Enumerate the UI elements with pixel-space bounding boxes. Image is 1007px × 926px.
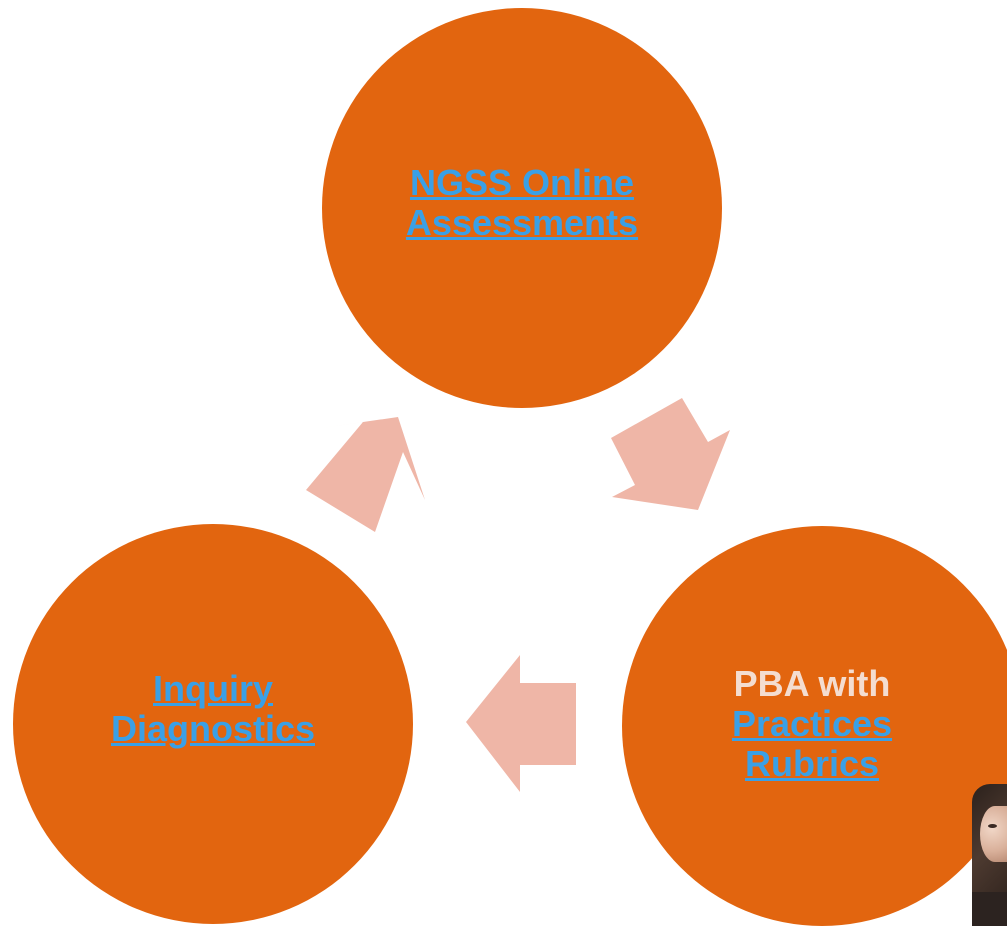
presenter-face [980,806,1007,862]
arrow-up-right-icon [306,417,425,532]
inquiry-link[interactable]: Inquiry [152,668,273,709]
presenter-photo [972,784,1007,926]
node-right-label: PBA with Practices Rubrics [731,662,893,784]
presenter-eye [988,824,997,828]
diagnostics-link[interactable]: Diagnostics [110,708,316,749]
node-left-label: Inquiry Diagnostics [111,669,315,749]
arrow-down-right-icon [611,398,730,510]
node-top-label: NGSS Online Assessments [406,163,638,243]
presenter-shirt [972,892,1007,926]
rubrics-link[interactable]: Rubrics [744,742,880,784]
node-ngss-online-assessments: NGSS Online Assessments [322,8,722,408]
assessments-link[interactable]: Assessments [405,202,639,243]
practices-link[interactable]: Practices [731,702,893,744]
ngss-online-link[interactable]: NGSS Online [409,162,635,203]
node-inquiry-diagnostics: Inquiry Diagnostics [13,524,413,924]
pba-with-text: PBA with [733,662,891,704]
node-pba-practices-rubrics: PBA with Practices Rubrics [622,526,1007,926]
arrow-left-icon [466,655,576,792]
